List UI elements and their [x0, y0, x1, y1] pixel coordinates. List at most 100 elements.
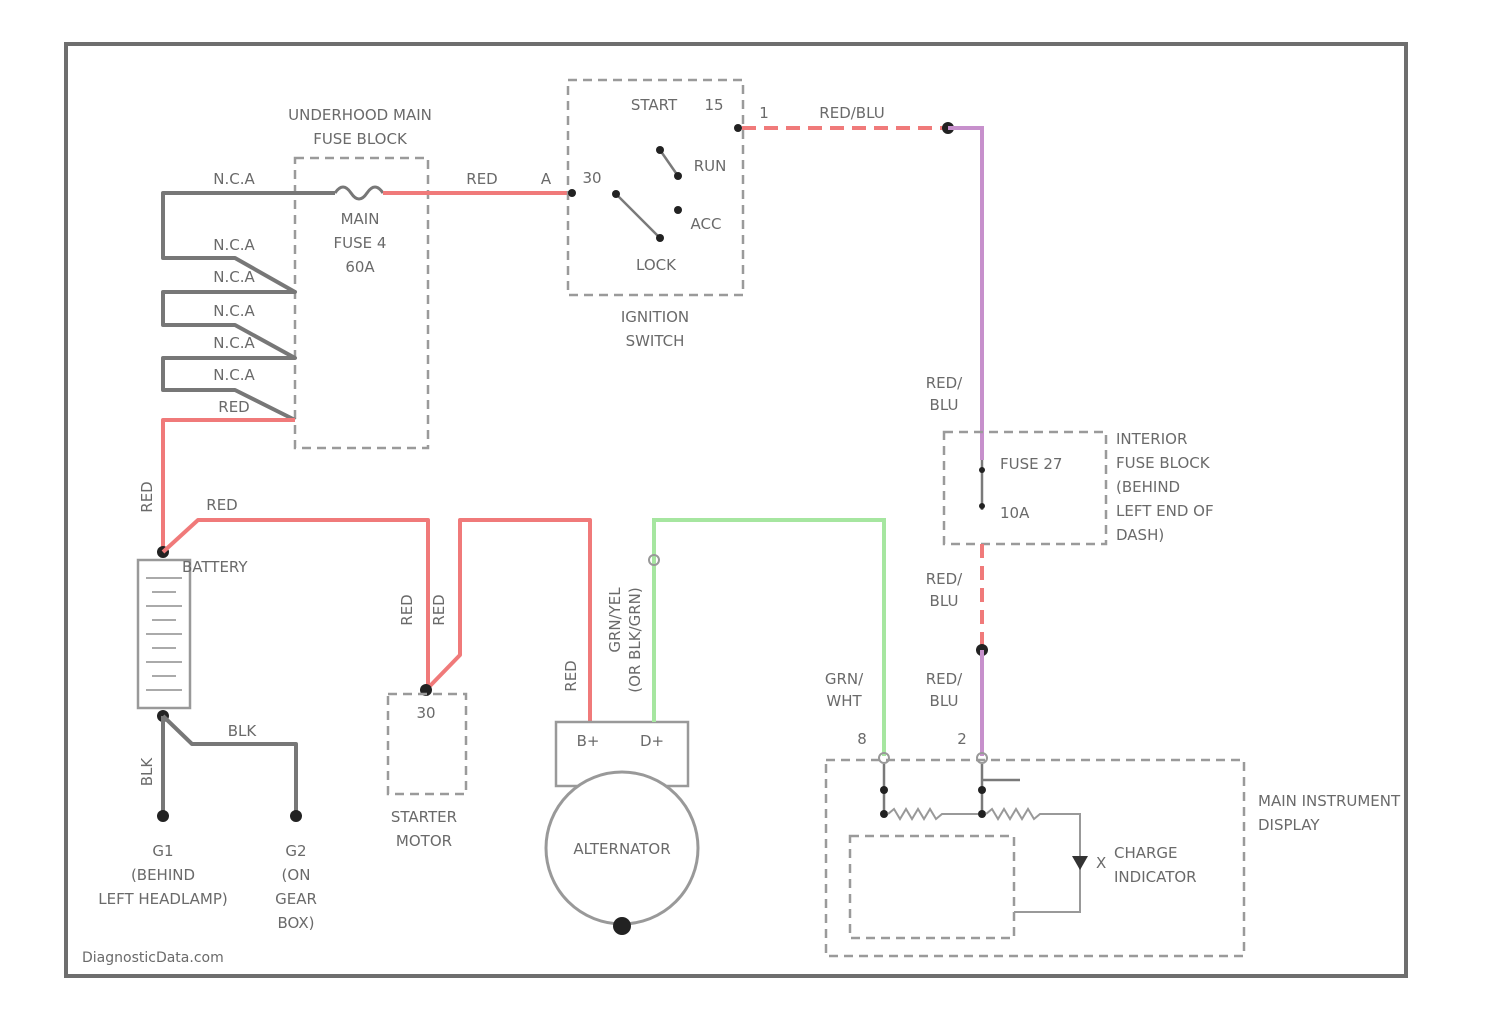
ground-g1: [157, 810, 169, 822]
battery-to-starter-wire: [163, 520, 428, 688]
alternator-red-label: RED: [562, 660, 580, 691]
ground-g2-label-1: G2: [285, 842, 306, 860]
charge-indicator-wire: [654, 520, 884, 756]
ground-g2-label-3: GEAR: [275, 890, 317, 908]
main-instrument-display: 8 2 X CHARGE INDICATOR MAIN INSTRUMENT D…: [826, 730, 1401, 956]
underhood-fuse-block: UNDERHOOD MAIN FUSE BLOCK MAIN FUSE 4 60…: [288, 106, 432, 448]
main-fuse-symbol: [335, 187, 383, 199]
instrument-node-4: [978, 810, 986, 818]
blk-label-horizontal: BLK: [228, 722, 258, 740]
instrument-pin-8: 8: [857, 730, 867, 748]
red-label-vertical: RED: [138, 481, 156, 512]
fuse-27-end-1: [979, 467, 985, 473]
ground-g2: [290, 810, 302, 822]
red-blu-label-3a: RED/: [926, 670, 963, 688]
ground-g1-label-3: LEFT HEADLAMP): [98, 890, 228, 908]
ignition-pin-30: 30: [582, 169, 601, 187]
red-blu-top-label: RED/BLU: [819, 104, 884, 122]
ignition-start-label: START: [631, 96, 678, 114]
instrument-pin-x: X: [1096, 854, 1106, 872]
interior-fuse-block-outline: [944, 432, 1106, 544]
ground-g1-label-1: G1: [152, 842, 173, 860]
fuse-27-end-2: [979, 503, 985, 509]
instrument-label-1: MAIN INSTRUMENT: [1258, 792, 1401, 810]
red-label-battery-horizontal: RED: [206, 496, 237, 514]
ground-g2-label-4: BOX): [277, 914, 314, 932]
charge-indicator-label-1: CHARGE: [1114, 844, 1178, 862]
ignition-switch: START 15 30 RUN ACC LOCK IGNITION SWITCH: [568, 80, 743, 350]
ignition-acc-label: ACC: [691, 215, 722, 233]
ignition-switch-arm: [616, 194, 660, 238]
red-blu-label-2a: RED/: [926, 570, 963, 588]
main-fuse-label-1: MAIN: [341, 210, 380, 228]
red-blu-label-1a: RED/: [926, 374, 963, 392]
charge-indicator-label-2: INDICATOR: [1114, 868, 1197, 886]
interior-fuse-label-4: LEFT END OF: [1116, 502, 1214, 520]
ground-g1-label-2: (BEHIND: [131, 866, 195, 884]
instrument-inner-box: [850, 836, 1014, 938]
battery: BATTERY: [138, 546, 248, 722]
interior-fuse-label-1: INTERIOR: [1116, 430, 1187, 448]
instrument-resistor-2: [986, 809, 1080, 912]
nca-label-6: N.C.A: [213, 366, 255, 384]
interior-fuse-label-5: DASH): [1116, 526, 1164, 544]
alternator-label: ALTERNATOR: [573, 840, 670, 858]
starter-red-label-a: RED: [398, 594, 416, 625]
nca-label-3: N.C.A: [213, 268, 255, 286]
ignition-contact-1: [612, 190, 620, 198]
instrument-pin-2: 2: [957, 730, 967, 748]
nca-label-7: RED: [218, 398, 249, 416]
alternator: B+ D+ ALTERNATOR: [546, 722, 698, 935]
blk-label-vertical: BLK: [138, 757, 156, 787]
fuse-block-title-2: FUSE BLOCK: [313, 130, 408, 148]
switch-pin-a: A: [541, 170, 552, 188]
fuse-block-title-1: UNDERHOOD MAIN: [288, 106, 432, 124]
red-blu-label-3b: BLU: [930, 692, 959, 710]
grn-wht-label-2: WHT: [826, 692, 862, 710]
ignition-pin-15: 15: [704, 96, 723, 114]
nca-label-1: N.C.A: [213, 170, 255, 188]
instrument-node-1: [880, 786, 888, 794]
switch-pin-1: 1: [759, 104, 769, 122]
instrument-node-3: [978, 786, 986, 794]
ignition-contact-6: [734, 124, 742, 132]
ignition-contact-2: [656, 234, 664, 242]
charge-indicator-lamp: [1072, 856, 1088, 870]
fuse-block-outline: [295, 158, 428, 448]
ignition-run-contact: [660, 150, 678, 176]
nca-label-5: N.C.A: [213, 334, 255, 352]
red-label-fuse-switch: RED: [466, 170, 497, 188]
ignition-contact-4: [674, 172, 682, 180]
ground-g2-label-2: (ON: [282, 866, 311, 884]
ignition-lock-label: LOCK: [636, 256, 677, 274]
interior-fuse-label-2: FUSE BLOCK: [1116, 454, 1211, 472]
alternator-pin-b: B+: [577, 732, 600, 750]
alternator-green-label: GRN/YEL: [606, 587, 624, 653]
fuse-27-rating: 10A: [1000, 504, 1030, 522]
starter-red-label-b: RED: [430, 594, 448, 625]
nca-label-4: N.C.A: [213, 302, 255, 320]
ignition-switch-label-1: IGNITION: [621, 308, 689, 326]
red-blu-label-2b: BLU: [930, 592, 959, 610]
fuse-27-label: FUSE 27: [1000, 455, 1062, 473]
alternator-ground: [613, 917, 631, 935]
instrument-label-2: DISPLAY: [1258, 816, 1320, 834]
alternator-green-note: (OR BLK/GRN): [626, 587, 644, 693]
instrument-display-outline: [826, 760, 1244, 956]
ignition-contact-3: [656, 146, 664, 154]
starter-label-1: STARTER: [391, 808, 457, 826]
starter-pin-30: 30: [416, 704, 435, 722]
starter-label-2: MOTOR: [396, 832, 452, 850]
grn-wht-label-1: GRN/: [825, 670, 864, 688]
nca-label-2: N.C.A: [213, 236, 255, 254]
ignition-contact-7: [568, 189, 576, 197]
ignition-run-label: RUN: [694, 157, 727, 175]
ignition-contact-5: [674, 206, 682, 214]
instrument-resistor-1: [888, 809, 978, 819]
main-fuse-label-2: FUSE 4: [334, 234, 387, 252]
battery-label: BATTERY: [182, 558, 248, 576]
red-blu-label-1b: BLU: [930, 396, 959, 414]
alternator-pin-d: D+: [640, 732, 664, 750]
ignition-switch-label-2: SWITCH: [626, 332, 685, 350]
